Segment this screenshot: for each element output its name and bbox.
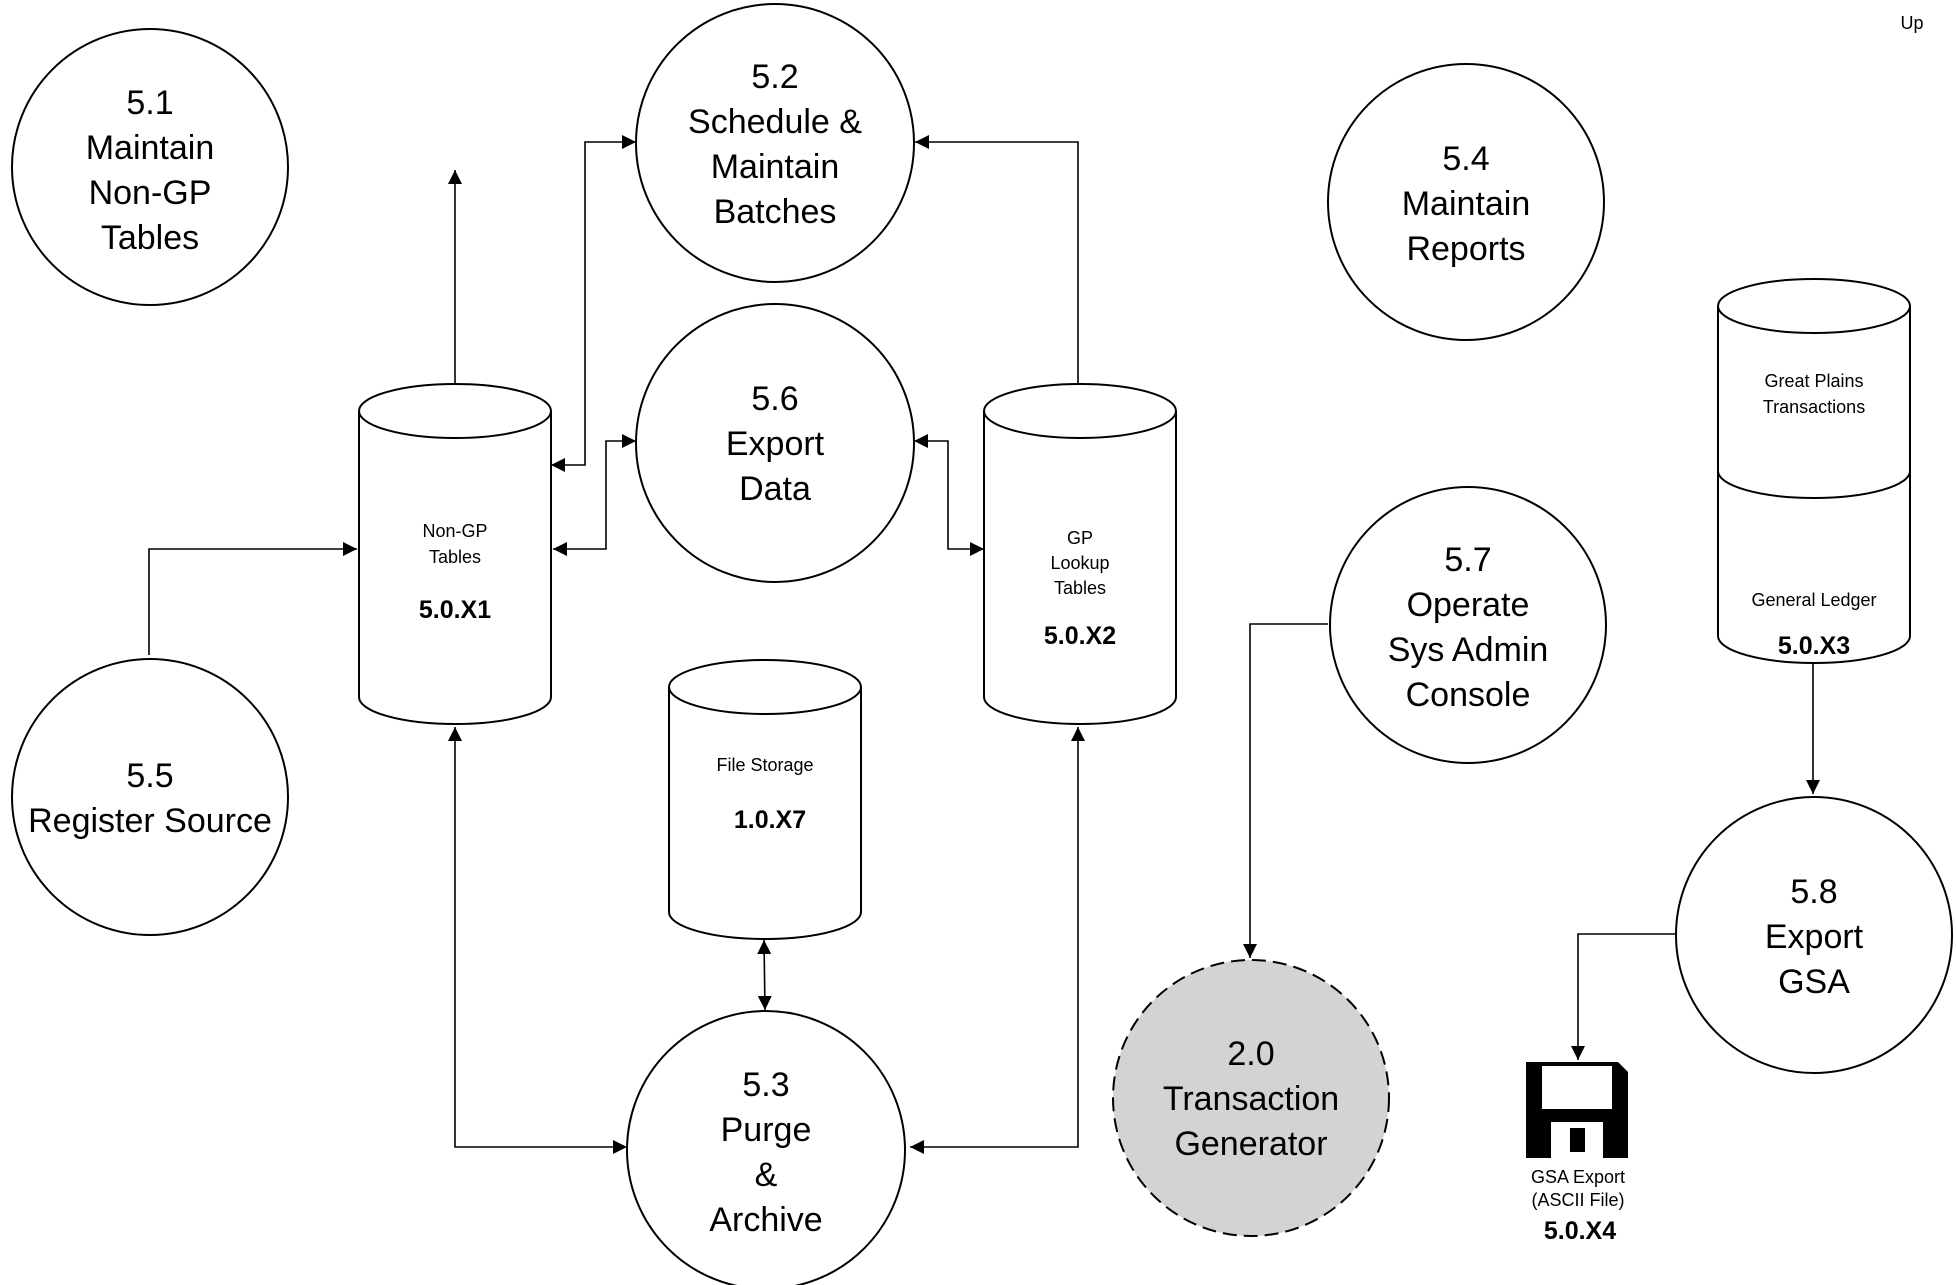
svg-text:5.6: 5.6: [751, 380, 798, 418]
svg-text:Purge: Purge: [721, 1111, 812, 1149]
process-5.8: 5.8 Export GSA: [1675, 796, 1953, 1074]
process-5.1: 5.1 Maintain Non-GP Tables: [11, 28, 289, 306]
flow-5.6-x2: [914, 434, 984, 556]
flow-5.6-x1: [553, 434, 636, 556]
svg-text:&: &: [755, 1156, 778, 1194]
svg-text:Tables: Tables: [429, 547, 481, 567]
svg-text:Export: Export: [726, 425, 825, 463]
flow-5.3-x2: [910, 727, 1085, 1154]
svg-text:Export: Export: [1765, 918, 1864, 956]
flow-5.3-x7: [757, 939, 772, 1011]
svg-text:Transactions: Transactions: [1763, 397, 1865, 417]
process-5.6: 5.6 Export Data: [635, 303, 915, 583]
flow-5.8-x4: [1571, 933, 1676, 1060]
svg-text:5.1: 5.1: [126, 84, 173, 122]
svg-text:Lookup: Lookup: [1050, 553, 1109, 573]
svg-text:5.8: 5.8: [1790, 873, 1837, 911]
svg-text:5.3: 5.3: [742, 1066, 789, 1104]
svg-text:5.0.X2: 5.0.X2: [1044, 622, 1116, 650]
flow-5.5-x1: [148, 542, 357, 655]
process-5.4: 5.4 Maintain Reports: [1327, 63, 1605, 341]
svg-text:Register Source: Register Source: [28, 802, 272, 840]
svg-text:Generator: Generator: [1174, 1125, 1327, 1163]
svg-text:5.5: 5.5: [126, 757, 173, 795]
data-store-5.0.X2: GP Lookup Tables 5.0.X2: [983, 383, 1177, 725]
svg-text:Operate: Operate: [1407, 586, 1530, 624]
data-store-1.0.X7: File Storage 1.0.X7: [668, 659, 862, 940]
svg-text:2.0: 2.0: [1227, 1035, 1274, 1073]
svg-text:5.2: 5.2: [751, 58, 798, 96]
svg-text:Maintain: Maintain: [86, 129, 215, 167]
external-process-2.0: 2.0 Transaction Generator: [1112, 959, 1390, 1237]
svg-text:1.0.X7: 1.0.X7: [734, 806, 806, 834]
flow-5.3-x1: [448, 727, 627, 1154]
svg-text:GSA: GSA: [1778, 963, 1850, 1001]
flow-5.2-x1: [551, 135, 636, 472]
process-5.2: 5.2 Schedule & Maintain Batches: [635, 3, 915, 283]
svg-text:Reports: Reports: [1406, 230, 1525, 268]
svg-text:Batches: Batches: [714, 193, 837, 231]
data-store-5.0.X3: Great Plains Transactions General Ledger…: [1717, 278, 1911, 664]
svg-text:File Storage: File Storage: [716, 755, 813, 775]
svg-text:5.0.X1: 5.0.X1: [419, 596, 491, 624]
process-5.5: 5.5 Register Source: [11, 658, 289, 936]
svg-text:Maintain: Maintain: [711, 148, 840, 186]
svg-text:Tables: Tables: [1054, 578, 1106, 598]
svg-text:Schedule &: Schedule &: [688, 103, 862, 141]
svg-text:Non-GP: Non-GP: [89, 174, 212, 212]
svg-text:Maintain: Maintain: [1402, 185, 1531, 223]
corner-label: Up: [1900, 13, 1923, 33]
svg-text:5.0.X3: 5.0.X3: [1778, 632, 1850, 660]
file-export-5.0.X4: GSA Export (ASCII File) 5.0.X4: [1526, 1062, 1628, 1245]
svg-text:Tables: Tables: [101, 219, 199, 257]
process-5.7: 5.7 Operate Sys Admin Console: [1329, 486, 1607, 764]
svg-text:Sys Admin: Sys Admin: [1388, 631, 1549, 669]
svg-text:Console: Console: [1406, 676, 1531, 714]
flow-5.2-x2: [915, 135, 1085, 408]
svg-text:General Ledger: General Ledger: [1751, 590, 1876, 610]
svg-text:Transaction: Transaction: [1163, 1080, 1339, 1118]
svg-text:5.4: 5.4: [1442, 140, 1489, 178]
data-flows: [148, 135, 1820, 1154]
svg-text:(ASCII File): (ASCII File): [1531, 1190, 1624, 1210]
svg-text:Great Plains: Great Plains: [1764, 371, 1863, 391]
svg-text:GSA Export: GSA Export: [1531, 1167, 1625, 1187]
svg-text:5.0.X4: 5.0.X4: [1544, 1217, 1616, 1245]
data-store-5.0.X1: Non-GP Tables 5.0.X1: [358, 383, 552, 725]
svg-text:Data: Data: [739, 470, 811, 508]
floppy-disk-icon: [1526, 1062, 1628, 1158]
svg-text:Non-GP: Non-GP: [422, 521, 487, 541]
svg-text:Archive: Archive: [709, 1201, 822, 1239]
flow-5.7-2.0: [1243, 623, 1328, 958]
svg-text:5.7: 5.7: [1444, 541, 1491, 579]
process-5.3: 5.3 Purge & Archive: [626, 1010, 906, 1285]
svg-text:GP: GP: [1067, 528, 1093, 548]
